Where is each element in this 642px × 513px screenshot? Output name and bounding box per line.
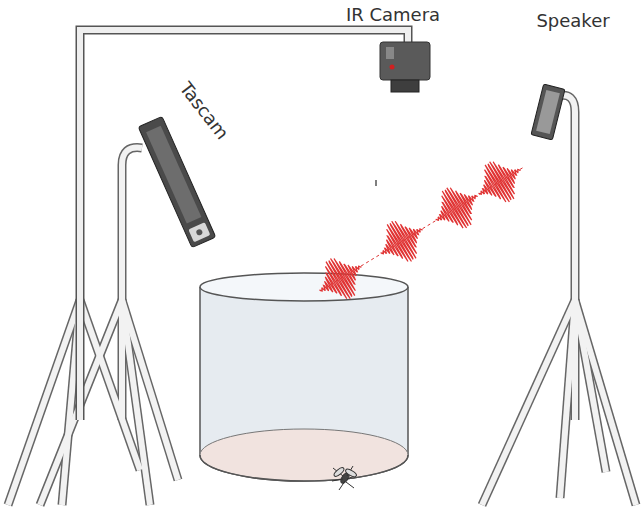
ir-camera xyxy=(80,30,430,420)
sound-waves xyxy=(320,162,521,299)
cage xyxy=(200,273,408,481)
tascam-recorder xyxy=(138,116,215,247)
part-label: Speaker xyxy=(536,10,609,31)
speaker xyxy=(531,84,565,140)
mark xyxy=(375,180,377,186)
part-label: Tascam xyxy=(175,77,233,143)
part-label: IR Camera xyxy=(346,4,440,25)
mosquito xyxy=(332,466,357,490)
stands xyxy=(8,95,636,505)
